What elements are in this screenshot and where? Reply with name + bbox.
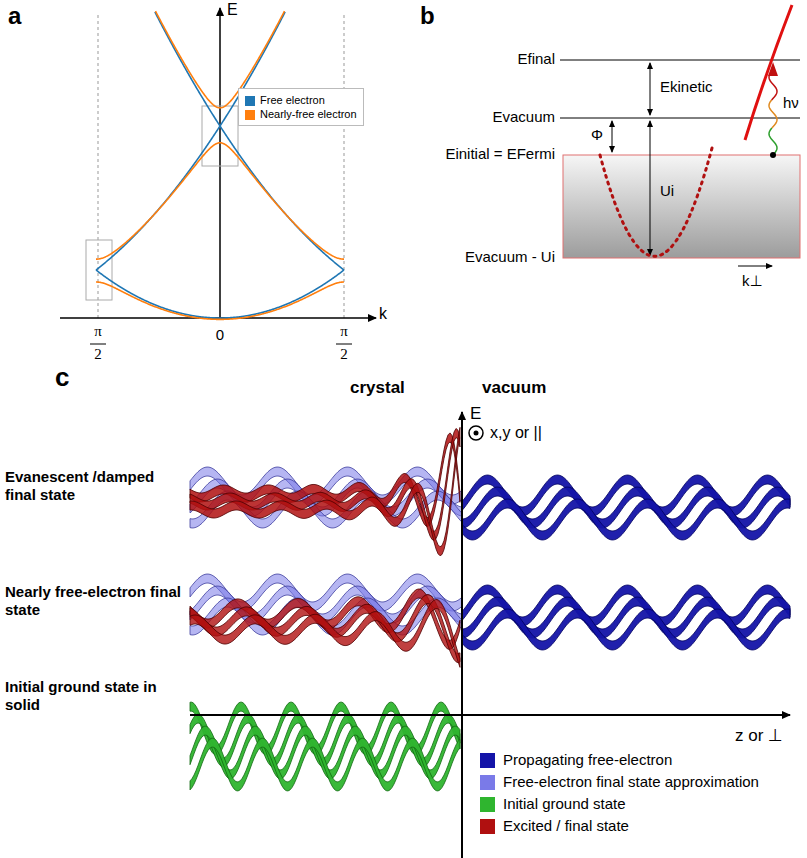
legend-entry: Propagating free-electron bbox=[480, 751, 790, 768]
legend-text: Excited / final state bbox=[503, 817, 629, 834]
label: Φ bbox=[591, 126, 603, 144]
legend-entry: Excited / final state bbox=[480, 817, 790, 834]
label: Initial ground state in solid bbox=[5, 678, 183, 714]
legend-box: Free electronNearly-free electron bbox=[238, 88, 364, 126]
label: vacuum bbox=[482, 378, 546, 398]
legend-swatch bbox=[480, 753, 495, 768]
label: E bbox=[227, 0, 238, 19]
legend-text: Free electron bbox=[260, 94, 325, 106]
label: E bbox=[470, 404, 481, 424]
legend-swatch bbox=[245, 96, 255, 106]
label: Evacuum bbox=[492, 108, 555, 126]
legend-text: Nearly-free electron bbox=[260, 108, 357, 120]
legend-text: Initial ground state bbox=[503, 795, 626, 812]
label: x,y or || bbox=[490, 423, 542, 442]
label: a bbox=[8, 2, 21, 31]
legend-box: Propagating free-electronFree-electron f… bbox=[480, 746, 790, 839]
label: 2 bbox=[340, 345, 348, 363]
label: Evanescent /damped final state bbox=[5, 468, 183, 504]
label: b bbox=[420, 2, 435, 31]
label: 2 bbox=[94, 345, 102, 363]
label: hν bbox=[783, 94, 799, 112]
legend-text: Propagating free-electron bbox=[503, 751, 672, 768]
legend-swatch bbox=[480, 775, 495, 790]
label: Einitial = EFermi bbox=[445, 145, 555, 163]
label: Nearly free-electron final state bbox=[5, 583, 183, 619]
legend-text: Free-electron final state approximation bbox=[503, 773, 759, 790]
legend-entry: Free electron bbox=[245, 94, 357, 106]
label: π bbox=[94, 322, 102, 340]
label: c bbox=[55, 362, 69, 393]
label: Ui bbox=[660, 182, 674, 200]
legend-entry: Nearly-free electron bbox=[245, 108, 357, 120]
label: 0 bbox=[216, 326, 224, 344]
label: π bbox=[340, 322, 348, 340]
label: z or ⊥ bbox=[735, 726, 783, 746]
label: Evacuum - Ui bbox=[465, 248, 555, 266]
legend-swatch bbox=[245, 110, 255, 120]
label: Efinal bbox=[517, 50, 555, 68]
label: crystal bbox=[350, 378, 405, 398]
label: k bbox=[379, 304, 387, 323]
label: Ekinetic bbox=[660, 78, 713, 96]
legend-swatch bbox=[480, 797, 495, 812]
legend-swatch bbox=[480, 819, 495, 834]
legend-entry: Initial ground state bbox=[480, 795, 790, 812]
photoemission-scheme bbox=[560, 5, 800, 266]
label: k⊥ bbox=[742, 272, 763, 290]
wavefunction-surfaces bbox=[190, 412, 790, 858]
band-plot bbox=[60, 8, 376, 344]
legend-entry: Free-electron final state approximation bbox=[480, 773, 790, 790]
